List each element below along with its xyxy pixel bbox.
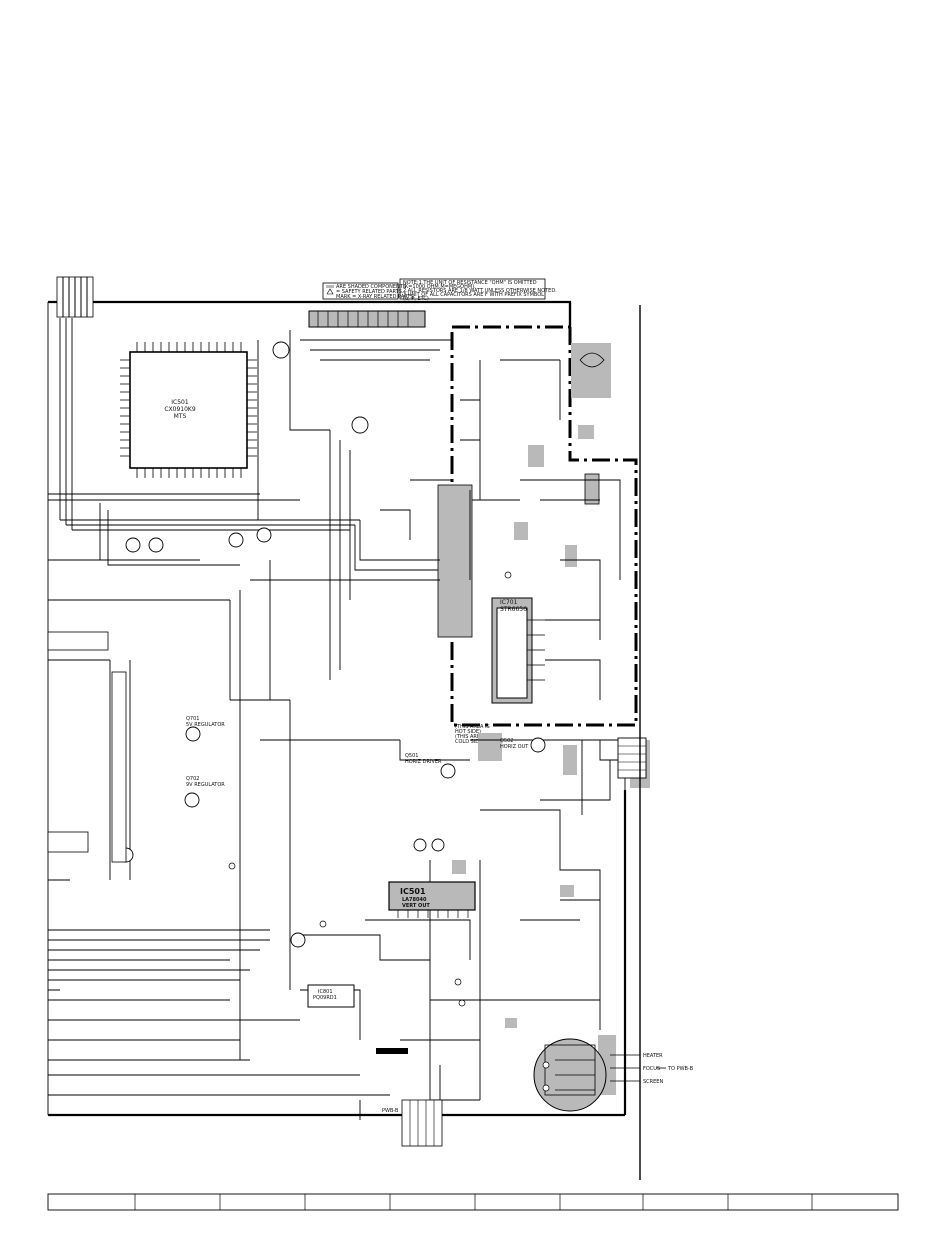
ic-vert-out-function: VERT OUT bbox=[402, 903, 430, 909]
ic-mts-function: MTS bbox=[174, 413, 187, 420]
ic-power-ref: IC701 bbox=[500, 599, 518, 606]
top-connector bbox=[308, 310, 426, 328]
transistor-symbol bbox=[184, 792, 200, 808]
q702-function: 9V REGULATOR bbox=[186, 782, 225, 788]
hot-area-line-1: (THIS AREA IS bbox=[455, 724, 490, 730]
note-line-4: 3.UNIT OF ALL CAPACITORS ARE F WITH PREF… bbox=[403, 292, 544, 298]
hot-side-region: (THIS AREA IS HOT SIDE) (THIS AREA IS CO… bbox=[450, 325, 638, 745]
bottom-connector: PWB-B bbox=[382, 1099, 443, 1147]
q701-function: 5V REGULATOR bbox=[186, 722, 225, 728]
pwb-bottom-label: PWB-B bbox=[382, 1108, 399, 1114]
crt-socket: HEATER FOCUS SCREEN TO PWB-B bbox=[533, 1035, 694, 1112]
wiring bbox=[47, 302, 626, 1125]
q501-function: HORIZ DRIVER bbox=[405, 759, 442, 765]
ic-regulator-ref: IC801 bbox=[318, 989, 333, 995]
transistor-symbol bbox=[290, 932, 306, 948]
transistor-symbol bbox=[351, 416, 369, 434]
notes-box: NOTE:1.THE UNIT OF RESISTANCE "OHM" IS O… bbox=[322, 278, 557, 302]
transistor-symbol bbox=[431, 838, 445, 852]
transistor-symbol bbox=[125, 537, 141, 553]
transistor-symbol bbox=[228, 532, 244, 548]
border-title-strip bbox=[47, 305, 899, 1211]
transistor-symbol bbox=[148, 537, 164, 553]
hot-area-line-2: HOT SIDE) bbox=[455, 729, 481, 735]
left-ic-block bbox=[47, 631, 127, 863]
right-connector bbox=[617, 737, 647, 779]
transistors bbox=[118, 341, 546, 948]
shaded-small-parts bbox=[228, 571, 574, 1054]
safety-line-2: = SAFETY RELATED PARTS. bbox=[336, 289, 404, 295]
transistor-symbol bbox=[272, 341, 290, 359]
ic-power-part: STR6656 bbox=[500, 606, 527, 613]
ic-regulator-part: PQ09RD1 bbox=[313, 995, 337, 1001]
ic-vert-out-part: LA78040 bbox=[402, 897, 427, 903]
ic-power: IC701 STR6656 bbox=[496, 599, 545, 699]
crt-destination-label: TO PWB-B bbox=[667, 1066, 694, 1072]
crt-screen-label: SCREEN bbox=[643, 1079, 663, 1085]
q502-function: HORIZ OUT bbox=[500, 744, 529, 750]
safety-line-1: ARE SHADED COMPONENTS bbox=[336, 284, 406, 290]
q701-ref: Q701 bbox=[186, 716, 199, 722]
transistor-symbol bbox=[530, 737, 546, 753]
transistor-symbol bbox=[413, 838, 427, 852]
transistor-symbol bbox=[185, 726, 201, 742]
note-line-2: (K=1000 OHM,M=MEGOHM). bbox=[403, 284, 476, 290]
cold-area-line-1: (THIS AREA IS bbox=[455, 734, 490, 740]
note-line-5: (u, P, ETC) bbox=[403, 296, 429, 302]
transistor-symbol bbox=[256, 527, 272, 543]
q502-ref: Q502 bbox=[500, 738, 513, 744]
transistor-symbol bbox=[440, 763, 456, 779]
warning-triangle-icon bbox=[326, 288, 334, 295]
ic-vert-out-ref: IC501 bbox=[400, 887, 426, 896]
ic-vert-out: IC501 LA78040 VERT OUT bbox=[388, 881, 476, 918]
crt-heater-label: HEATER bbox=[643, 1053, 663, 1059]
cold-area-line-2: COLD SIDE) bbox=[455, 739, 484, 745]
ic-mts-part: CX0910K9 bbox=[164, 406, 196, 413]
q702-ref: Q702 bbox=[186, 776, 199, 782]
note-line-3: 2.ALL RESISTORS ARE 1/8 WATT,UNLESS OTHE… bbox=[403, 288, 557, 294]
transistor-labels: Q501 HORIZ DRIVER Q502 HORIZ OUT Q701 5V… bbox=[186, 716, 529, 788]
note-line-1: NOTE:1.THE UNIT OF RESISTANCE "OHM" IS O… bbox=[403, 280, 537, 286]
crt-focus-label: FOCUS bbox=[643, 1066, 660, 1072]
ic-mts-ref: IC501 bbox=[171, 399, 189, 406]
left-connector-strip bbox=[56, 276, 94, 318]
ic-mts: IC501 CX0910K9 MTS bbox=[120, 342, 257, 478]
ic-regulator: IC801 PQ09RD1 bbox=[307, 984, 355, 1008]
q501-ref: Q501 bbox=[405, 753, 418, 759]
shade-swatch bbox=[326, 285, 334, 288]
board-frame bbox=[48, 300, 627, 1117]
safety-line-3: MARK = X-RAY RELATED PARTS. bbox=[336, 294, 415, 300]
